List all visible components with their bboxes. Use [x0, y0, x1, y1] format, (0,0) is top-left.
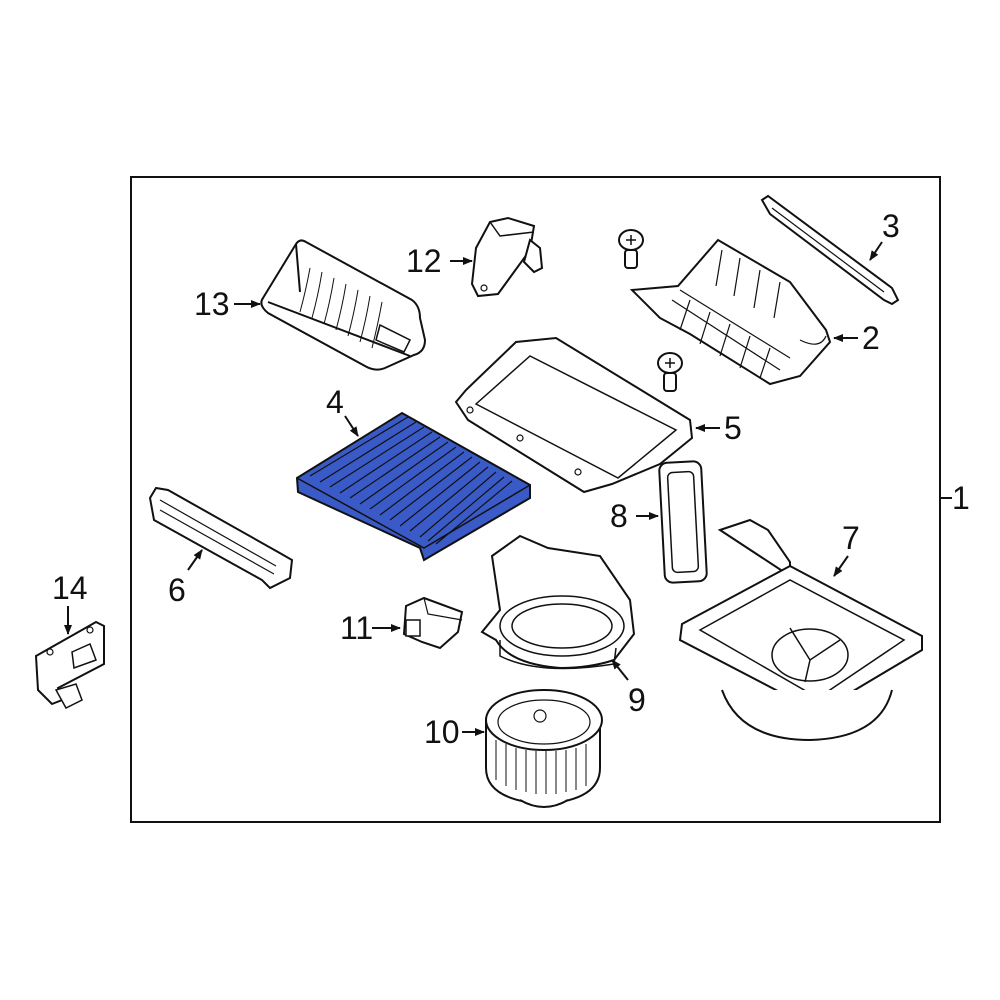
callout-2: 2 [862, 320, 880, 356]
callout-5: 5 [724, 410, 742, 446]
callout-6: 6 [168, 572, 186, 608]
callout-13: 13 [194, 286, 230, 322]
callout-12: 12 [406, 243, 442, 279]
part-8-gasket[interactable] [658, 460, 708, 584]
screw-upper[interactable] [618, 229, 644, 269]
part-10-blower-motor[interactable] [485, 689, 603, 808]
part-7-lower-case[interactable] [678, 518, 923, 742]
leader-4 [344, 415, 359, 437]
screw-lower[interactable] [657, 352, 683, 392]
assembly-frame [130, 176, 941, 823]
part-6-bracket[interactable] [148, 486, 294, 590]
part-4-cabin-air-filter[interactable] [295, 411, 531, 562]
callout-14: 14 [52, 570, 88, 606]
callout-10: 10 [424, 714, 460, 750]
part-13-intake-duct[interactable] [260, 239, 427, 371]
leader-7 [833, 555, 849, 577]
callout-9: 9 [628, 682, 646, 718]
part-11-resistor[interactable] [402, 596, 464, 650]
leader-9 [611, 659, 629, 681]
leader-3 [869, 241, 883, 261]
leader-6 [187, 549, 203, 571]
part-3-seal[interactable] [760, 194, 900, 306]
callout-11: 11 [340, 610, 374, 646]
callout-3: 3 [882, 208, 900, 244]
part-9-blower-housing[interactable] [480, 534, 636, 670]
callout-7: 7 [842, 520, 860, 556]
part-2-intake-housing[interactable] [629, 238, 832, 386]
callout-8: 8 [610, 498, 628, 534]
part-5-filter-frame[interactable] [454, 336, 694, 494]
part-12-actuator[interactable] [470, 216, 544, 298]
part-14-control-module[interactable] [34, 620, 105, 709]
callout-4: 4 [326, 384, 344, 420]
callout-1: 1 [952, 480, 970, 516]
